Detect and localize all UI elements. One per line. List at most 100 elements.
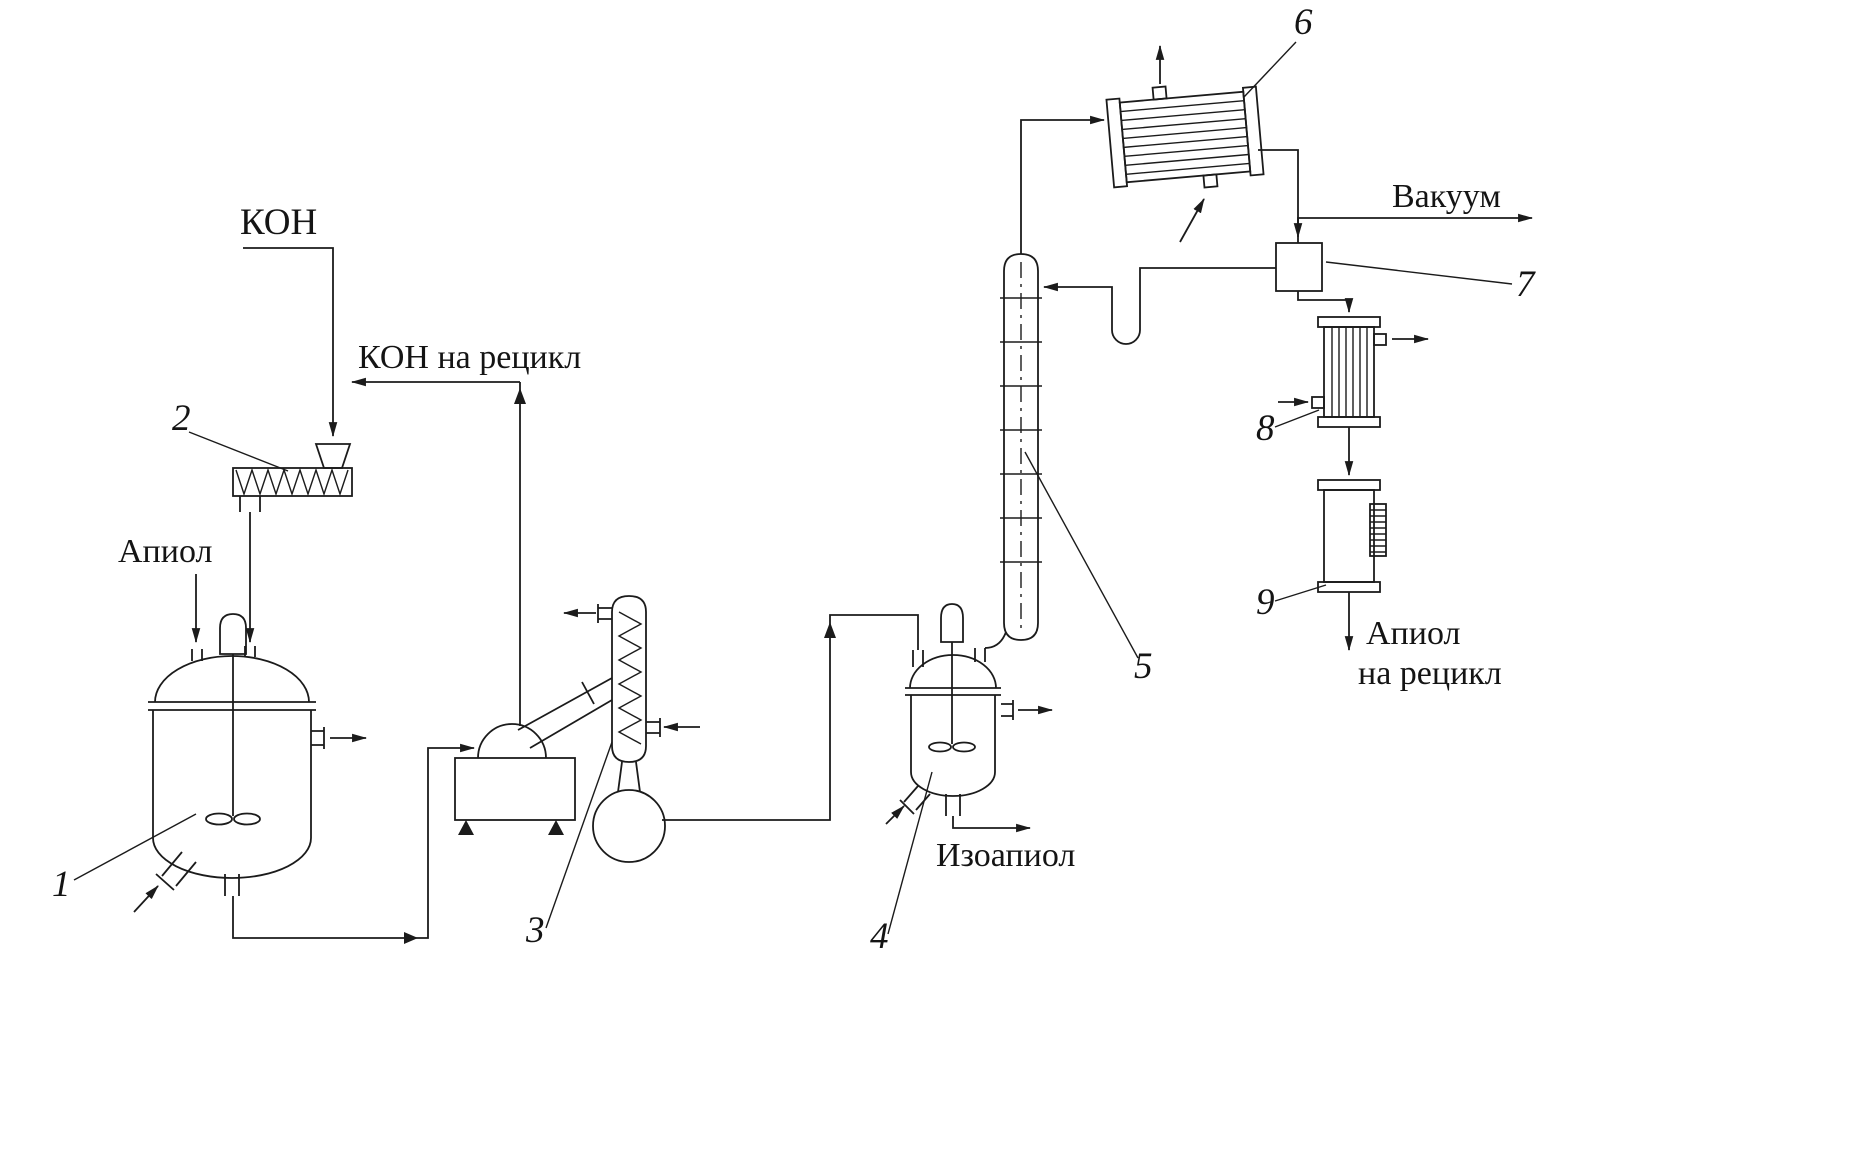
- agitator-motor: [940, 603, 964, 643]
- transfer-line: [232, 743, 476, 939]
- top-nozzle: [1373, 333, 1387, 346]
- drain-nozzle: [899, 785, 931, 815]
- line-trap-to-cooler: [1297, 291, 1354, 314]
- bottom-outlet-stub: [224, 874, 240, 896]
- reactor-1: [133, 613, 368, 913]
- vessel-body: [152, 710, 312, 879]
- koh-label: КОН: [240, 202, 317, 243]
- leader-line: [1024, 451, 1139, 659]
- distillation-column: [984, 115, 1276, 649]
- impeller-blade: [233, 812, 261, 826]
- trap-body: [1275, 242, 1323, 292]
- apiol-recycle-label-1: Апиол: [1366, 615, 1460, 652]
- koh-recycle-label: КОН на рецикл: [358, 339, 581, 376]
- isoapiol-label: Изоапиол: [936, 837, 1075, 874]
- label-reactor-1: 1: [52, 813, 197, 905]
- vessel-body: [910, 695, 996, 797]
- coolant-in-arrow: [1179, 198, 1205, 243]
- lid-flange: [905, 687, 1001, 696]
- leader-line: [1325, 261, 1513, 285]
- column-shell: [1003, 253, 1039, 641]
- impeller-blade: [205, 812, 233, 826]
- stream-koh-recycle: КОН на рецикл: [350, 339, 581, 726]
- vacuum-trap: [1275, 242, 1323, 292]
- label-trap-7: 7: [1325, 261, 1536, 305]
- label-reactor-4: 4: [870, 771, 933, 957]
- transfer-line: [662, 614, 919, 821]
- coil-condenser: [562, 595, 700, 793]
- leader-line: [545, 741, 613, 929]
- equipment-number: 1: [52, 864, 71, 905]
- level-gauge-hatching: [1370, 509, 1386, 553]
- equipment-number: 6: [1294, 2, 1313, 43]
- top-nozzle: [1151, 85, 1168, 101]
- equipment-number: 9: [1256, 582, 1275, 623]
- flask-bulb: [592, 789, 666, 863]
- agitator-motor: [219, 613, 247, 655]
- label-receiver-9: 9: [1256, 582, 1327, 623]
- vessel-lid: [909, 654, 997, 689]
- bath-feet: [458, 820, 564, 835]
- drain-nozzle: [155, 851, 197, 891]
- lid-nozzles: [191, 646, 256, 661]
- condenser-neck: [617, 761, 641, 793]
- stream-vacuum: Вакуум: [1297, 178, 1534, 243]
- leader-line: [887, 771, 933, 935]
- rotary-evaporator: [454, 677, 613, 835]
- drain-inlet-arrow: [133, 885, 159, 913]
- condenser-top-nozzle: [597, 604, 612, 623]
- rotary-tube: [517, 677, 613, 749]
- bottom-outlet-stub: [945, 794, 961, 816]
- reactor-4: [885, 603, 1054, 825]
- label-cooler-8: 8: [1256, 408, 1320, 449]
- reflux-line: [1042, 267, 1276, 345]
- condenser-coil: [617, 611, 643, 745]
- equipment-number: 7: [1516, 264, 1536, 305]
- vessel-body: [1323, 489, 1375, 583]
- lid-flange: [148, 701, 316, 711]
- flow-arrow-up: [514, 388, 526, 404]
- isoapiol-line: [952, 816, 1032, 833]
- level-gauge: [1369, 503, 1387, 557]
- bottom-nozzle: [1311, 396, 1325, 409]
- stream-koh: КОН: [240, 202, 338, 438]
- line-reactor1-to-evaporator: [232, 743, 476, 944]
- line-to-reactor4: [662, 614, 919, 821]
- evaporator-flask-dome: [477, 723, 547, 759]
- receiving-flask: [592, 789, 666, 863]
- equipment-labels: 1 2 3 4 5 6 7 8: [52, 2, 1536, 957]
- equipment-number: 5: [1134, 646, 1153, 687]
- stream-isoapiol: Изоапиол: [936, 816, 1075, 874]
- top-flange: [1317, 479, 1381, 491]
- equipment-number: 8: [1256, 408, 1275, 449]
- side-nozzle: [1001, 700, 1014, 720]
- top-flange: [1317, 316, 1381, 328]
- equipment-number: 3: [525, 910, 545, 951]
- screw-feeder: [232, 443, 353, 644]
- condensate-line: [1258, 149, 1303, 239]
- impeller-blade: [952, 741, 976, 753]
- tube-bundle: [1120, 100, 1250, 175]
- bottom-flange: [1317, 581, 1381, 593]
- equipment-number: 4: [870, 916, 889, 957]
- vacuum-label: Вакуум: [1392, 178, 1501, 215]
- bottom-nozzle: [1202, 173, 1219, 189]
- feeder-body: [232, 467, 353, 497]
- flow-arrow-up: [824, 622, 836, 638]
- leader-line: [188, 431, 289, 472]
- equipment-number: 2: [172, 398, 191, 439]
- column-bottom-pipe: [984, 631, 1007, 649]
- leader-line: [1274, 584, 1327, 602]
- koh-feed-line: [243, 247, 338, 438]
- condenser-side-nozzle: [646, 718, 661, 737]
- feeder-hopper: [314, 443, 352, 469]
- leader-line: [1274, 409, 1320, 428]
- impeller-blade: [928, 741, 952, 753]
- shell: [1118, 90, 1252, 184]
- lid-nozzles: [912, 648, 986, 667]
- product-cooler: [1278, 316, 1430, 477]
- label-feeder-2: 2: [172, 398, 289, 472]
- condenser-shell: [611, 595, 647, 763]
